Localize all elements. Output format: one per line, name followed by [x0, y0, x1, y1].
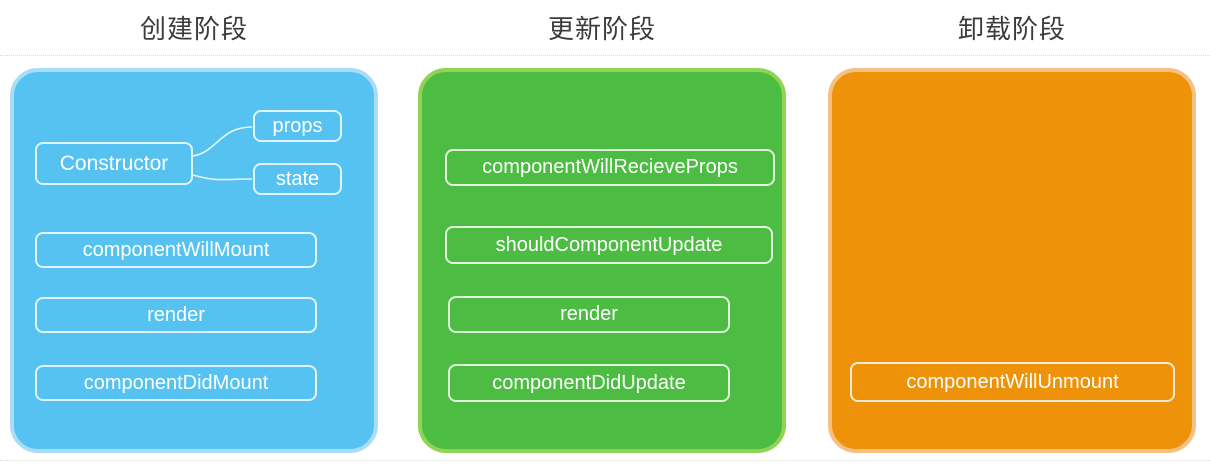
state-label: state — [275, 167, 320, 190]
update-phase-title: 更新阶段 — [547, 14, 656, 44]
component-will-unmount-box: componentWillUnmount — [850, 362, 1175, 402]
unmount-phase-title: 卸载阶段 — [957, 14, 1066, 44]
creation-phase-title: 创建阶段 — [139, 14, 248, 44]
render-label-update: render — [560, 303, 618, 325]
component-will-recieve-props-label: componentWillRecieveProps — [482, 156, 738, 178]
dotted-divider-bottom — [0, 460, 1210, 461]
component-did-update-label: componentDidUpdate — [492, 371, 686, 394]
component-did-mount-box: componentDidMount — [35, 365, 317, 401]
constructor-label: Constructor — [59, 151, 169, 175]
constructor-box: Constructor — [35, 142, 193, 185]
state-box: state — [253, 163, 342, 195]
component-will-recieve-props-box: componentWillRecieveProps — [445, 149, 775, 186]
render-box-creation: render — [35, 297, 317, 333]
dotted-divider-top — [0, 55, 1210, 56]
creation-phase-panel: Constructor props state componentWillMou… — [10, 68, 378, 453]
props-label: props — [272, 114, 323, 137]
unmount-phase-panel: componentWillUnmount — [828, 68, 1196, 453]
should-component-update-box: shouldComponentUpdate — [445, 226, 773, 264]
component-will-mount-box: componentWillMount — [35, 232, 317, 268]
props-box: props — [253, 110, 342, 142]
component-will-unmount-label: componentWillUnmount — [906, 370, 1119, 393]
component-did-update-box: componentDidUpdate — [448, 364, 730, 402]
render-box-update: render — [448, 296, 730, 333]
component-will-mount-label: componentWillMount — [82, 238, 270, 261]
render-label-creation: render — [147, 303, 205, 326]
update-phase-panel: componentWillRecieveProps shouldComponen… — [418, 68, 786, 453]
should-component-update-label: shouldComponentUpdate — [495, 233, 723, 256]
component-did-mount-label: componentDidMount — [83, 371, 269, 394]
